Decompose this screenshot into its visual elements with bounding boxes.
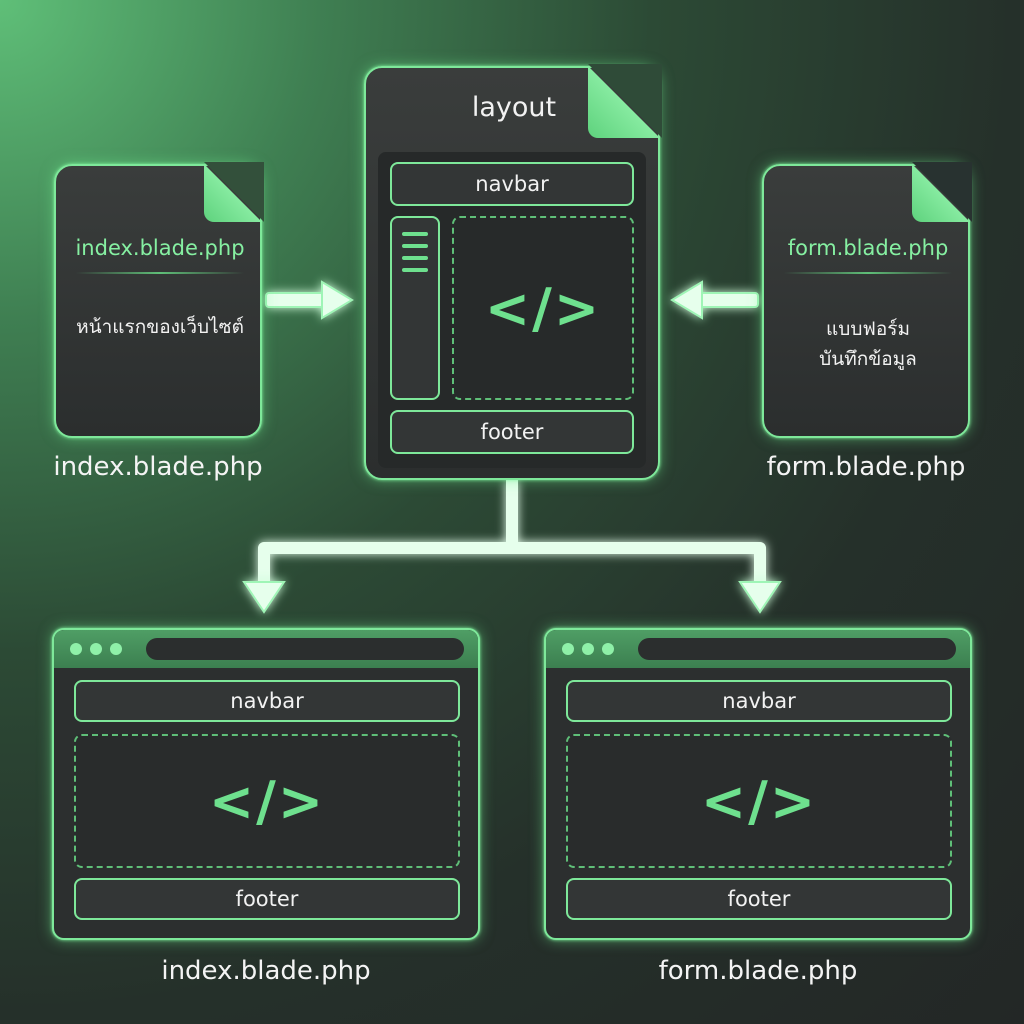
- layout-document: layout navbar </> footer: [364, 64, 662, 480]
- layout-frame: navbar </> footer: [378, 152, 646, 468]
- index-file-title: index.blade.php: [75, 236, 245, 260]
- form-file-document: form.blade.php แบบฟอร์ม บันทึกข้อมูล: [762, 162, 972, 438]
- code-icon: </>: [484, 276, 602, 340]
- index-result-footer: footer: [74, 878, 460, 920]
- window-dots-icon: [546, 630, 970, 668]
- form-result-content: </>: [566, 734, 952, 868]
- arrow-down-icon: [258, 480, 766, 590]
- form-file-description-line1: แบบฟอร์ม: [826, 318, 910, 340]
- layout-content-slot: </>: [452, 216, 634, 400]
- index-result-caption: index.blade.php: [161, 956, 371, 986]
- form-file-title: form.blade.php: [787, 236, 949, 260]
- layout-footer: footer: [390, 410, 634, 454]
- window-dots-icon: [54, 630, 478, 668]
- title-divider: [784, 272, 952, 274]
- layout-sidebar: [390, 216, 440, 400]
- index-result-navbar: navbar: [74, 680, 460, 722]
- form-file-description-line2: บันทึกข้อมูล: [819, 348, 917, 370]
- form-result-footer: footer: [566, 878, 952, 920]
- index-file-document: index.blade.php หน้าแรกของเว็บไซต์: [54, 162, 264, 438]
- form-result-navbar: navbar: [566, 680, 952, 722]
- form-file-caption: form.blade.php: [766, 452, 966, 482]
- arrow-right-icon: [265, 280, 354, 320]
- form-result-window: navbar </> footer: [544, 628, 972, 940]
- code-icon: </>: [208, 769, 326, 833]
- code-icon: </>: [700, 769, 818, 833]
- address-bar: [638, 638, 956, 660]
- index-file-description: หน้าแรกของเว็บไซต์: [76, 316, 244, 338]
- index-result-content: </>: [74, 734, 460, 868]
- index-file-caption: index.blade.php: [53, 452, 263, 482]
- index-result-window: navbar </> footer: [52, 628, 480, 940]
- layout-navbar: navbar: [390, 162, 634, 206]
- address-bar: [146, 638, 464, 660]
- arrow-left-icon: [670, 280, 759, 320]
- layout-title: layout: [471, 92, 557, 123]
- title-divider: [76, 272, 244, 274]
- form-result-caption: form.blade.php: [658, 956, 858, 986]
